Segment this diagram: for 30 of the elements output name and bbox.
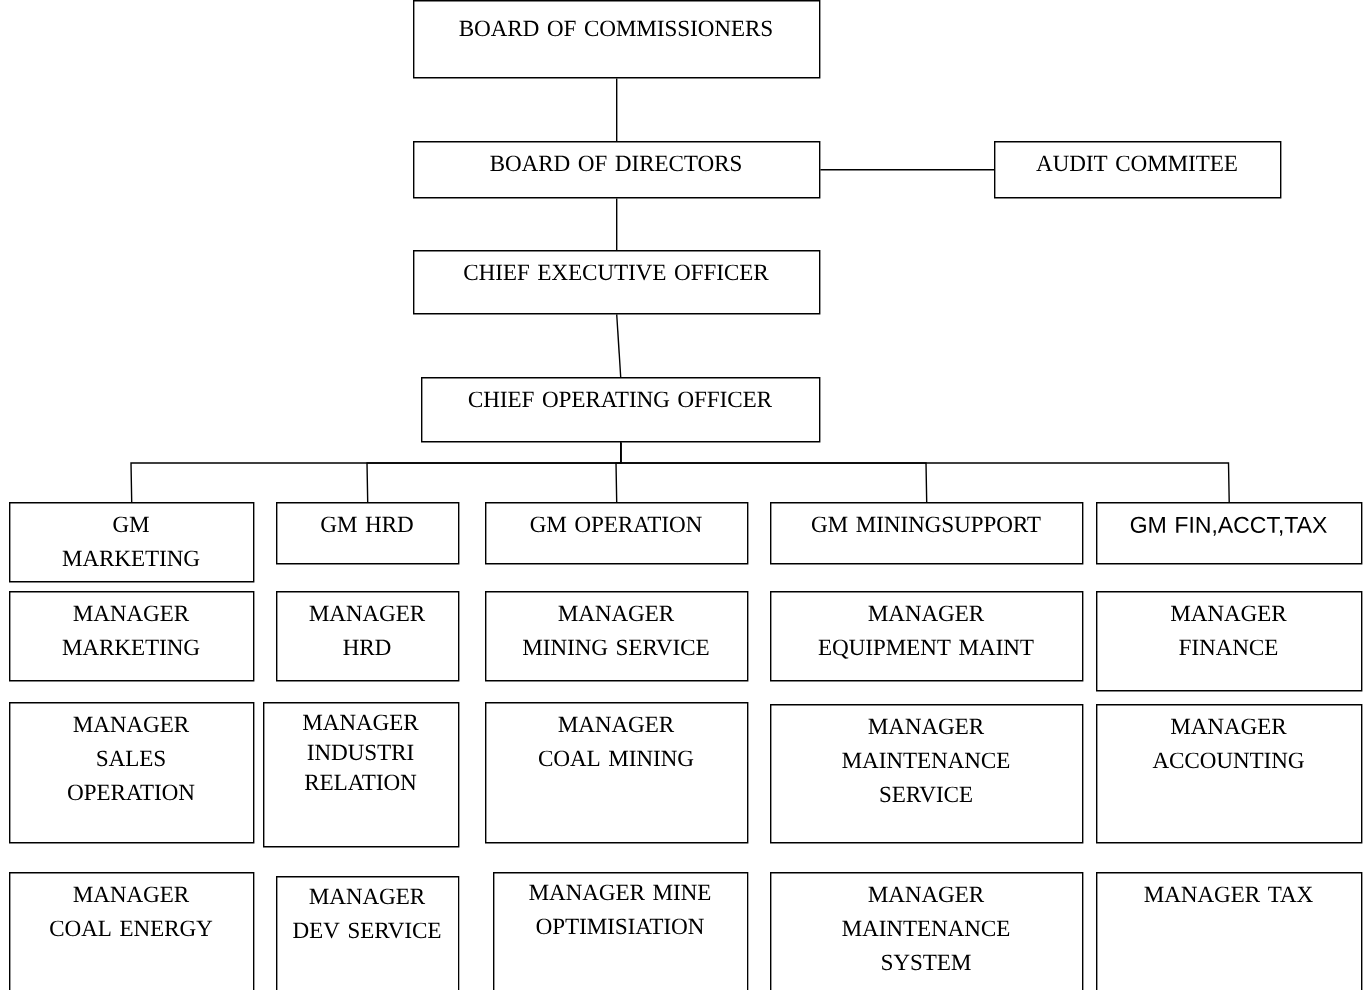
org-box: GM OPERATION: [485, 502, 749, 565]
org-box: CHIEF EXECUTIVE OFFICER: [413, 250, 821, 315]
org-box: MANAGER DEV SERVICE: [276, 876, 460, 990]
org-box: GM FIN,ACCT,TAX: [1096, 502, 1363, 565]
org-box: GM HRD: [276, 502, 460, 565]
org-box: MANAGER TAX: [1096, 872, 1363, 990]
org-box: GM MININGSUPPORT: [770, 502, 1084, 565]
connector-line: [616, 77, 618, 142]
connector-line: [616, 313, 622, 378]
org-box: BOARD OF COMMISSIONERS: [413, 0, 821, 79]
org-box: CHIEF OPERATING OFFICER: [421, 377, 821, 443]
org-box: MANAGER FINANCE: [1096, 591, 1363, 692]
org-box: MANAGER HRD: [276, 591, 460, 682]
org-box: MANAGER COAL ENERGY: [9, 872, 255, 990]
org-box: GM MARKETING: [9, 502, 255, 583]
org-box: MANAGER ACCOUNTING: [1096, 704, 1363, 844]
org-box: MANAGER MINE OPTIMISIATION: [493, 872, 749, 990]
connector-line: [819, 169, 995, 171]
org-box: MANAGER MARKETING: [9, 591, 255, 682]
connector-line: [616, 197, 618, 251]
org-box: BOARD OF DIRECTORS: [413, 141, 821, 199]
org-box: MANAGER INDUSTRI RELATION: [263, 702, 460, 848]
org-box: MANAGER SALES OPERATION: [9, 702, 255, 844]
org-box: MANAGER EQUIPMENT MAINT: [770, 591, 1084, 682]
org-box: MANAGER MAINTENANCE SERVICE: [770, 704, 1084, 844]
org-box: MANAGER MAINTENANCE SYSTEM: [770, 872, 1084, 990]
org-box: MANAGER COAL MINING: [485, 702, 749, 844]
org-box: MANAGER MINING SERVICE: [485, 591, 749, 682]
connector-line: [620, 441, 1230, 503]
org-box: AUDIT COMMITEE: [994, 141, 1282, 199]
